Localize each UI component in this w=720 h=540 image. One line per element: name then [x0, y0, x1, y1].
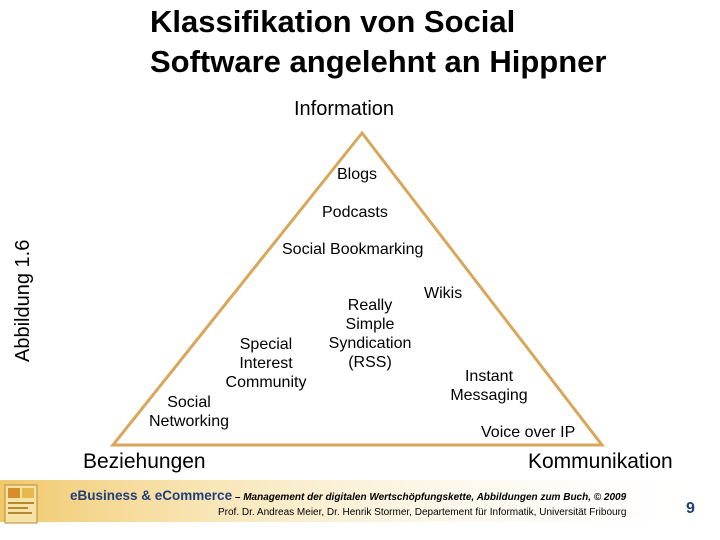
corner-label-kommunikation: Kommunikation	[528, 450, 673, 473]
item-voice-over-ip: Voice over IP	[481, 424, 576, 441]
item-im-line: Messaging	[450, 387, 528, 404]
item-sic-line: Community	[225, 374, 307, 391]
item-rss-line: (RSS)	[348, 354, 392, 371]
item-instant-messaging: Instant Messaging	[441, 367, 537, 405]
page-number: 9	[686, 500, 695, 517]
item-rss-line: Really	[347, 297, 393, 314]
footer-brand: eBusiness & eCommerce	[70, 488, 233, 503]
apex-label-information: Information	[294, 98, 395, 120]
item-blogs: Blogs	[337, 166, 378, 183]
item-social-bookmarking: Social Bookmarking	[282, 241, 424, 258]
item-special-interest-community: Special Interest Community	[218, 335, 314, 392]
item-rss-line: Syndication	[328, 335, 412, 352]
item-sic-line: Interest	[239, 355, 293, 372]
book-cover-logo	[4, 484, 38, 524]
title-line-1: Klassifikation von Social	[150, 4, 516, 39]
item-podcasts: Podcasts	[322, 204, 388, 221]
item-sic-line: Special	[239, 336, 293, 353]
footer-authors: Prof. Dr. Andreas Meier, Dr. Henrik Stor…	[218, 507, 627, 518]
item-social-networking: Social Networking	[141, 393, 237, 431]
footer-band	[0, 480, 720, 522]
item-rss: Really Simple Syndication (RSS)	[322, 296, 418, 372]
item-wikis: Wikis	[424, 285, 463, 302]
triangle-outline	[109, 130, 606, 447]
title-line-2: Software angelehnt an Hippner	[150, 44, 607, 79]
item-rss-line: Simple	[345, 316, 395, 333]
item-sn-line: Social	[167, 394, 211, 411]
slide-title: Klassifikation von Social Software angel…	[150, 2, 710, 82]
item-im-line: Instant	[464, 368, 514, 385]
footer-subtitle: – Management der digitalen Wertschöpfung…	[232, 492, 627, 503]
footer-title: eBusiness & eCommerce – Management der d…	[70, 488, 626, 503]
item-sn-line: Networking	[148, 413, 230, 430]
corner-label-beziehungen: Beziehungen	[83, 450, 206, 473]
